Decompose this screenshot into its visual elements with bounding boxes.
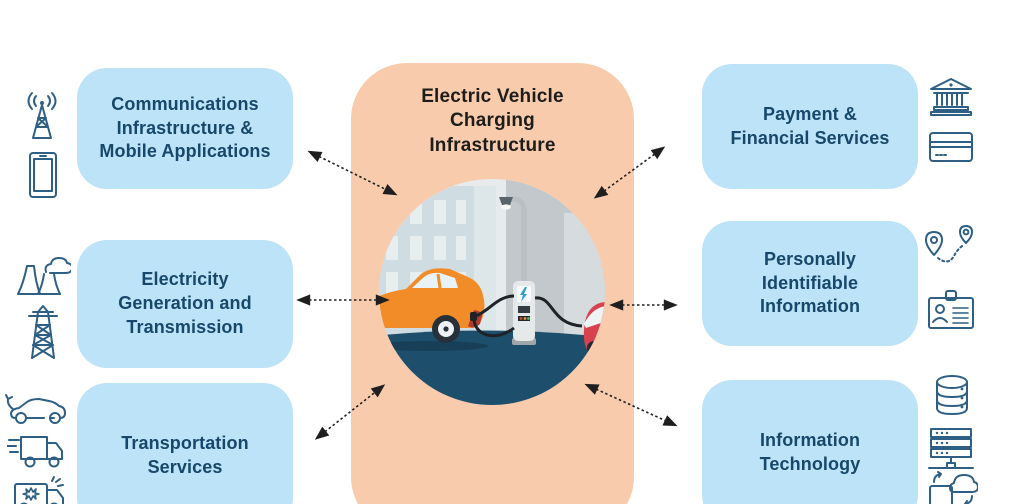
box-information-technology: Information Technology [702,380,918,504]
charging-cables [472,294,583,338]
server-icon [926,427,976,471]
center-title: Electric Vehicle Charging Infrastructure [421,86,564,156]
database-icon [931,373,973,417]
box-label: Payment & Financial Services [730,103,890,148]
box-communications: Communications Infrastructure & Mobile A… [77,68,293,189]
electric-car-icon [5,389,69,427]
box-electricity: Electricity Generation and Transmission [77,240,293,368]
delivery-truck-icon [7,430,67,472]
box-label: Personally Identifiable Information [759,248,861,317]
box-pii: Personally Identifiable Information [702,221,918,346]
id-badge-icon [925,286,977,332]
credit-card-icon [928,130,974,164]
ambulance-icon [11,474,69,504]
charge-port [470,312,477,321]
box-payment: Payment & Financial Services [702,64,918,189]
cloud-sync-icon [926,470,978,504]
charging-station [499,196,536,345]
bank-icon [927,76,975,118]
power-plant-icon [13,244,71,298]
route-pins-icon [920,224,980,274]
tablet-icon [24,150,62,200]
ev-charging-illustration [378,178,606,411]
radio-tower-icon [19,90,65,142]
box-label: Communications Infrastructure & Mobile A… [99,93,271,162]
center-panel: Electric Vehicle Charging Infrastructure [351,63,634,504]
box-transportation: Transportation Services [77,383,293,504]
box-label: Information Technology [759,429,861,474]
box-label: Transportation Services [121,432,249,477]
box-label: Electricity Generation and Transmission [118,269,252,337]
transmission-tower-icon [21,303,65,361]
